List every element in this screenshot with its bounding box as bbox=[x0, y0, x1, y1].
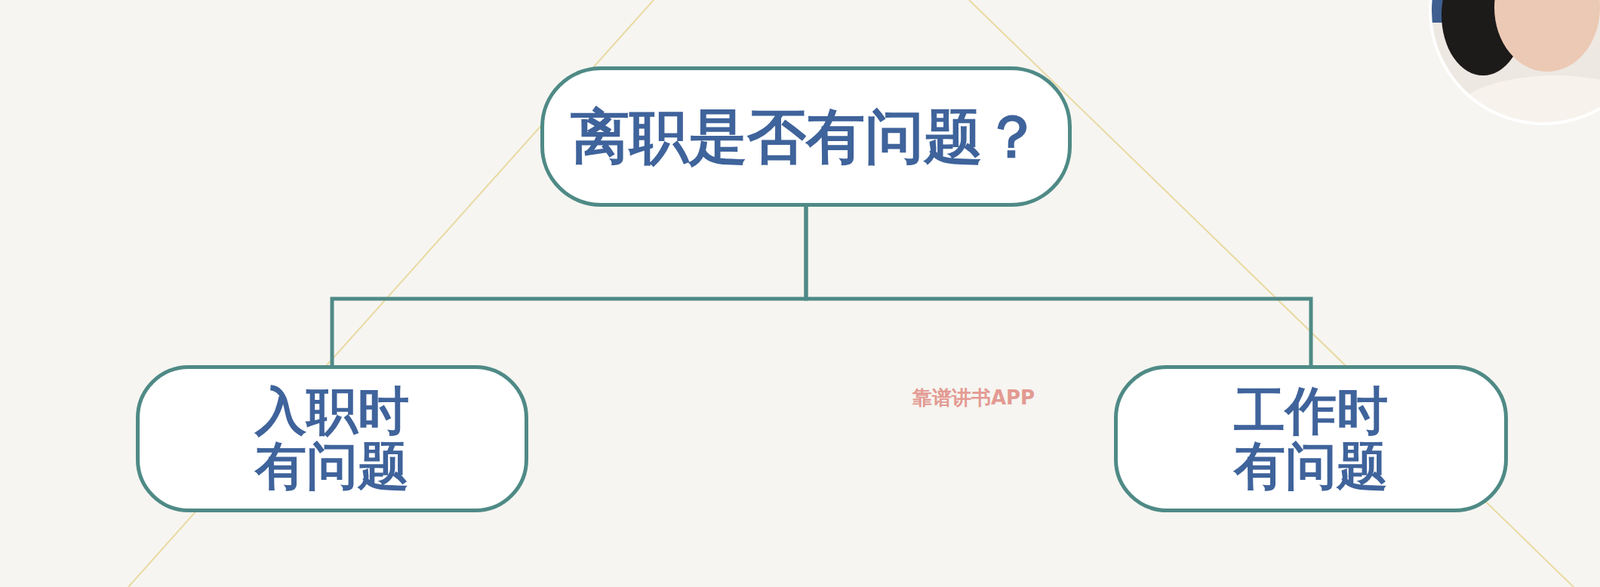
root-box: 离职是否有问题？ bbox=[540, 66, 1072, 207]
watermark: 靠谱讲书APP bbox=[912, 384, 1035, 412]
tree-connector bbox=[332, 206, 807, 366]
tree-connector bbox=[806, 206, 1311, 366]
branch-box: 入职时 有问题 bbox=[135, 365, 529, 513]
node-label: 离职是否有问题？ bbox=[570, 104, 1042, 169]
node-label: 工作时 有问题 bbox=[1223, 383, 1398, 495]
branch-box: 工作时 有问题 bbox=[1113, 365, 1508, 513]
photo-border bbox=[1430, 0, 1600, 124]
node-label: 入职时 有问题 bbox=[244, 383, 419, 495]
presenter-photo bbox=[1418, 0, 1600, 167]
